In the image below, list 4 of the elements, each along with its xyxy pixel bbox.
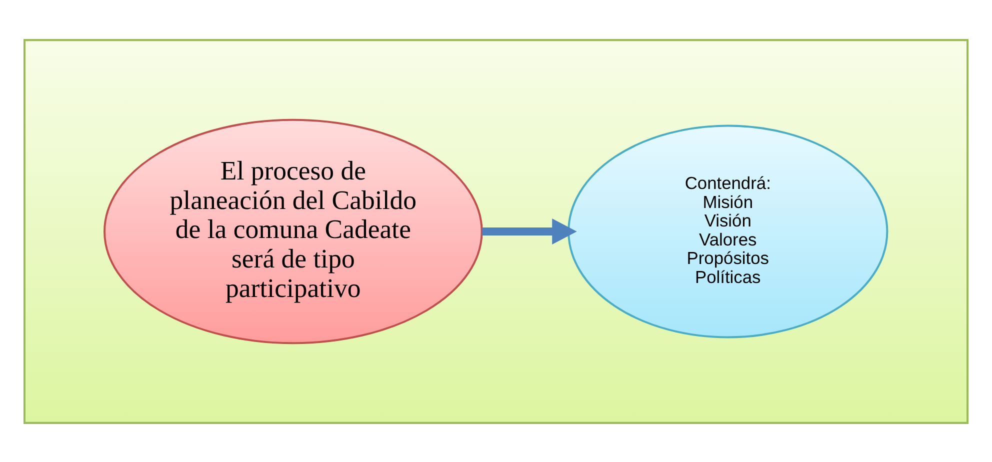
node-ellipse: El proceso de planeación del Cabildo de la comuna Cadeate será de tipo participativo bbox=[104, 118, 483, 344]
cluster bbox=[23, 38, 969, 424]
node-ellipse: Contendrá: Misión Visión Valores Propósitos Políticas bbox=[568, 124, 888, 338]
arrow bbox=[482, 218, 577, 244]
